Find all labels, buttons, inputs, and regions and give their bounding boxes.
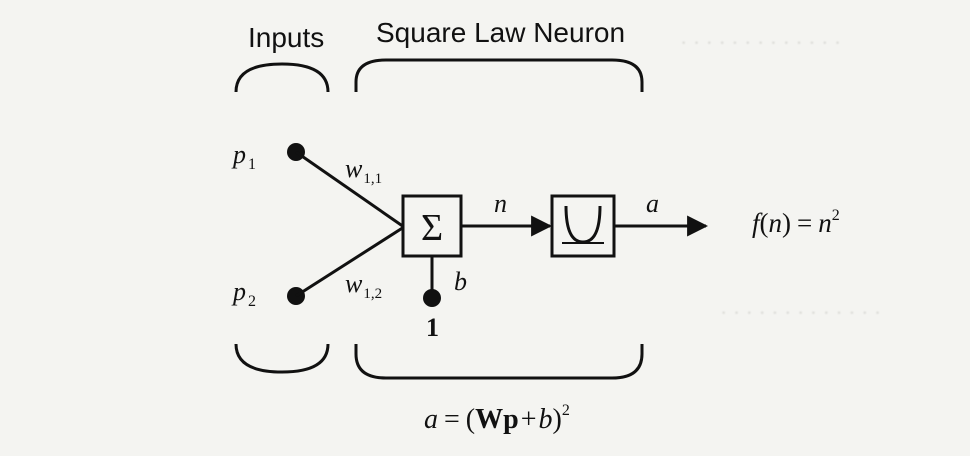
output-equation: a=(Wp+b)2 [424, 402, 570, 435]
weight-line-1-1 [295, 150, 405, 229]
inputs-heading: Inputs [248, 22, 324, 53]
bleed-through-text-1: · · · · · · · · · · · · · [680, 30, 842, 55]
weight-line-1-2 [295, 225, 405, 298]
neuron-heading: Square Law Neuron [376, 17, 625, 48]
neuron-bottom-bracket [354, 344, 644, 380]
bias-input-value: 1 [426, 313, 439, 342]
summation-symbol: Σ [421, 207, 443, 249]
weight-label-w12: w1,2 [345, 269, 382, 302]
bias-input-node [423, 289, 441, 307]
output-label: a [646, 189, 659, 218]
inputs-top-bracket [234, 62, 330, 93]
neuron-top-bracket [354, 58, 644, 92]
bias-label: b [454, 267, 467, 296]
transfer-function-block [550, 194, 616, 258]
bleed-through-text-2: · · · · · · · · · · · · · [720, 300, 882, 325]
transfer-function-equation: f(n)=n2 [752, 207, 840, 238]
weight-label-w11: w1,1 [345, 154, 382, 187]
net-input-label: n [494, 189, 507, 218]
inputs-bottom-bracket [234, 343, 330, 374]
